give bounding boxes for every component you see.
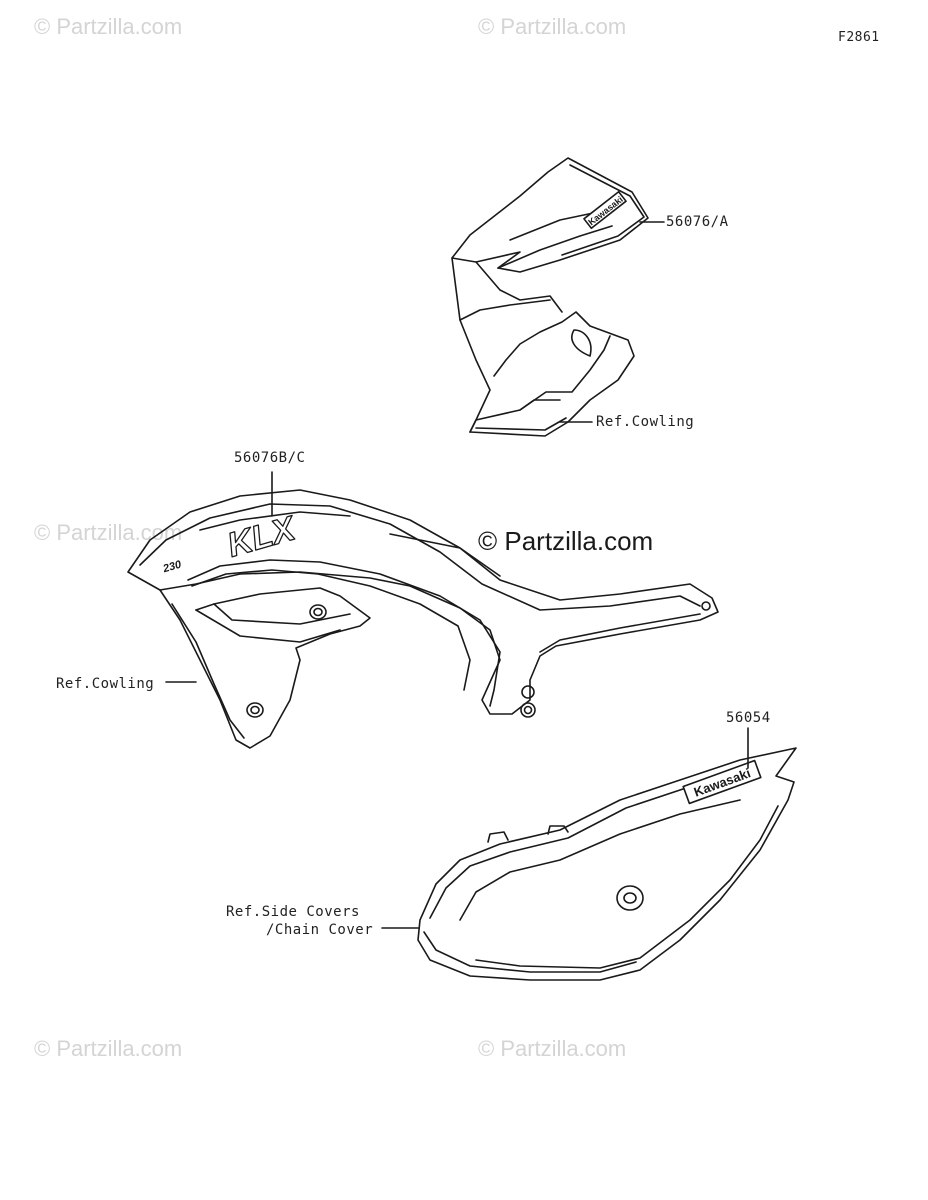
watermark: © Partzilla.com [478,1036,627,1061]
watermark: © Partzilla.com [478,14,627,39]
watermark: © Partzilla.com [34,1036,183,1061]
shroud-main-part: KLX 230 [127,471,719,749]
callout-ref-cowling-main: Ref.Cowling [56,676,155,692]
callout-chain-cover: /Chain Cover [266,922,374,938]
shroud-top-part: Kawasaki [451,157,665,437]
displacement-decal-text: 230 [161,558,184,575]
callout-ref-side-covers: Ref.Side Covers [226,904,360,920]
watermark-main: © Partzilla.com [478,526,654,556]
side-cover-part: Kawasaki [381,727,797,981]
diagram-id: F2861 [838,30,880,45]
watermark: © Partzilla.com [34,520,183,545]
kawasaki-decal-text: Kawasaki [586,194,624,227]
callout-56054: 56054 [726,710,771,726]
kawasaki-decal-text: Kawasaki [692,765,753,799]
callout-56076-a: 56076/A [666,214,729,230]
callout-56076b-c: 56076B/C [234,450,306,466]
callout-ref-cowling-top: Ref.Cowling [596,414,695,430]
watermark: © Partzilla.com [34,14,183,39]
